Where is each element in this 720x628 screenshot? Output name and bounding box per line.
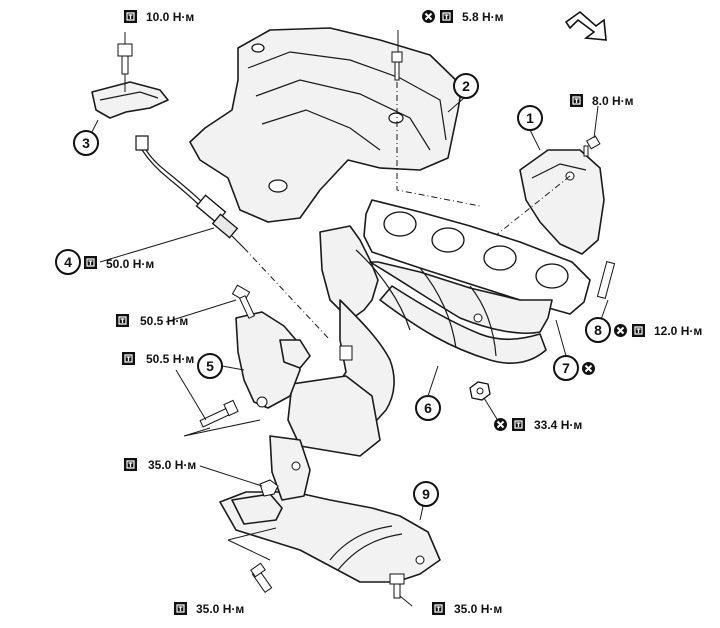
torque-wrench-icon <box>439 9 454 24</box>
do-not-reuse-icon <box>613 323 628 338</box>
svg-text:33.4 Н·м: 33.4 Н·м <box>534 418 582 432</box>
lower-shield-bolt-right <box>389 573 405 599</box>
callout-7: 7 <box>553 355 579 381</box>
torque-label-5-8: 5.8 Н·м <box>421 9 504 24</box>
oxygen-sensor <box>135 135 245 249</box>
torque-label-33-4: 33.4 Н·м <box>493 417 582 432</box>
torque-label-10: 10.0 Н·м <box>123 9 194 24</box>
heat-shield-bolt <box>391 51 403 81</box>
svg-text:50.5 Н·м: 50.5 Н·м <box>140 314 188 328</box>
svg-text:50.5 Н·м: 50.5 Н·м <box>146 352 194 366</box>
lower-heat-shield <box>219 435 441 583</box>
svg-text:8: 8 <box>594 322 602 338</box>
svg-text:35.0 Н·м: 35.0 Н·м <box>148 458 196 472</box>
torque-wrench-icon <box>121 351 136 366</box>
lower-shield-nut <box>259 479 279 497</box>
bracket-lower-bolt <box>199 399 239 428</box>
svg-text:7: 7 <box>562 360 570 376</box>
svg-text:5.8 Н·м: 5.8 Н·м <box>462 10 504 24</box>
callout-6: 6 <box>415 395 441 421</box>
callout-7-replace <box>581 361 596 376</box>
torque-wrench-icon <box>631 323 646 338</box>
svg-text:35.0 Н·м: 35.0 Н·м <box>454 602 502 616</box>
callout-5: 5 <box>197 353 223 379</box>
torque-label-35-upper: 35.0 Н·м <box>123 457 196 472</box>
torque-wrench-icon <box>83 255 98 270</box>
exhaust-cover-1 <box>519 149 605 255</box>
do-not-reuse-icon <box>493 417 508 432</box>
torque-label-35-bottom-right: 35.0 Н·м <box>431 601 502 616</box>
upper-heat-shield <box>189 27 463 223</box>
svg-text:5: 5 <box>206 358 214 374</box>
manifold-bracket-5 <box>235 311 311 409</box>
cover-bolt <box>583 135 601 157</box>
bracket-3 <box>91 81 169 119</box>
torque-wrench-icon <box>123 9 138 24</box>
torque-label-50-5-upper: 50.5 Н·м <box>115 313 188 328</box>
svg-text:10.0 Н·м: 10.0 Н·м <box>146 10 194 24</box>
callout-4: 4 <box>55 249 81 275</box>
stud-8 <box>596 260 616 300</box>
callout-1: 1 <box>517 105 543 131</box>
callout-2: 2 <box>453 73 479 99</box>
front-arrow-icon <box>564 10 607 41</box>
svg-text:9: 9 <box>422 486 430 502</box>
callout-3: 3 <box>73 130 99 156</box>
torque-wrench-icon <box>569 93 584 108</box>
torque-wrench-icon <box>173 601 188 616</box>
manifold-gasket <box>363 199 591 315</box>
callout-9: 9 <box>413 481 439 507</box>
torque-label-50-5-lower: 50.5 Н·м <box>121 351 194 366</box>
svg-text:1: 1 <box>526 110 534 126</box>
torque-label-50: 50.0 Н·м <box>83 255 154 271</box>
svg-text:3: 3 <box>82 135 90 151</box>
manifold-nut <box>469 381 491 401</box>
bracket-bolt <box>117 43 133 75</box>
exhaust-manifold <box>287 225 553 457</box>
callout-8: 8 <box>585 317 611 343</box>
lower-shield-bolt-left <box>250 562 273 594</box>
svg-text:4: 4 <box>64 254 72 270</box>
svg-text:8.0 Н·м: 8.0 Н·м <box>592 94 634 108</box>
svg-text:6: 6 <box>424 400 432 416</box>
svg-text:2: 2 <box>462 78 470 94</box>
torque-label-35-bottom-left: 35.0 Н·м <box>173 601 244 616</box>
svg-text:50.0 Н·м: 50.0 Н·м <box>106 257 154 271</box>
torque-wrench-icon <box>123 457 138 472</box>
svg-text:35.0 Н·м: 35.0 Н·м <box>196 602 244 616</box>
do-not-reuse-icon <box>581 361 596 376</box>
torque-wrench-icon <box>431 601 446 616</box>
bracket-upper-bolt <box>231 284 256 319</box>
torque-wrench-icon <box>115 313 130 328</box>
torque-label-12: 12.0 Н·м <box>613 323 702 338</box>
svg-text:12.0 Н·м: 12.0 Н·м <box>654 324 702 338</box>
torque-wrench-icon <box>511 417 526 432</box>
do-not-reuse-icon <box>421 9 436 24</box>
torque-label-8: 8.0 Н·м <box>569 93 634 108</box>
